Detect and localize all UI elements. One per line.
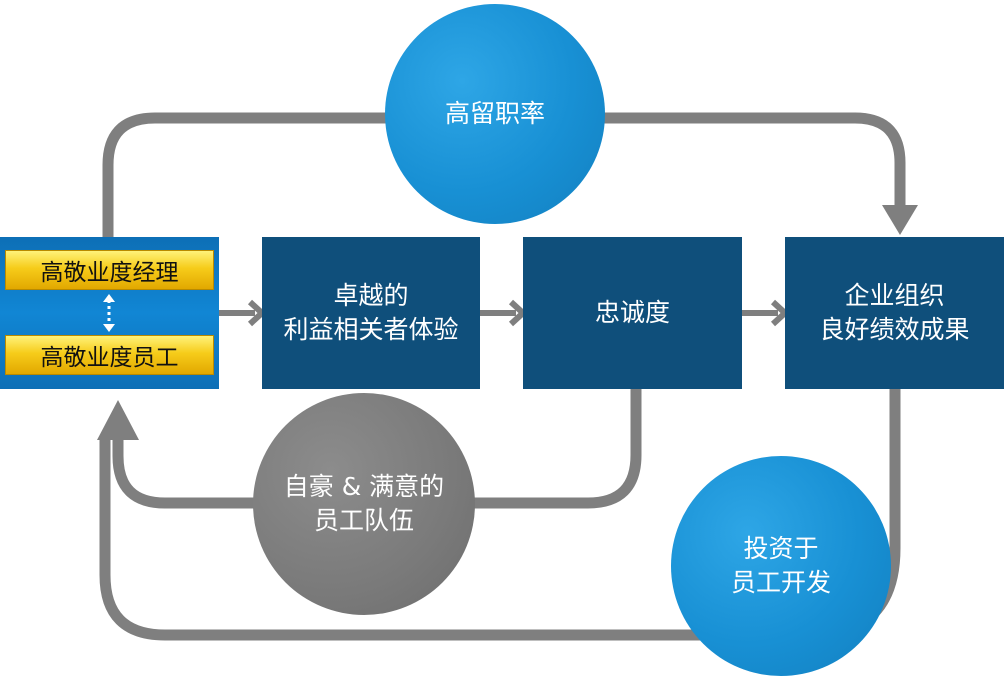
loyalty-back-loop-arrowhead [97, 400, 139, 440]
manager-engagement-label: 高敬业度经理 [5, 250, 214, 290]
link-down-arrowhead [103, 324, 115, 332]
proud-team-circle: 自豪 & 满意的 员工队伍 [253, 393, 475, 615]
invest-circle: 投资于 员工开发 [671, 456, 891, 676]
loop-to-performance-arrowhead [882, 205, 918, 235]
performance-box: 企业组织 良好绩效成果 [785, 237, 1004, 389]
experience-box: 卓越的 利益相关者体验 [262, 237, 480, 389]
experience-label: 卓越的 利益相关者体验 [283, 281, 459, 344]
performance-label: 企业组织 良好绩效成果 [819, 281, 970, 344]
invest-label: 投资于 员工开发 [730, 534, 831, 597]
employee-engagement-label: 高敬业度员工 [5, 335, 214, 375]
retention-label: 高留职率 [444, 99, 545, 129]
loyalty-label: 忠诚度 [594, 298, 670, 328]
proud-team-label: 自豪 & 满意的 员工队伍 [283, 472, 445, 535]
link-up-arrowhead [103, 294, 115, 302]
loyalty-box: 忠诚度 [523, 237, 742, 389]
retention-circle: 高留职率 [385, 4, 605, 224]
